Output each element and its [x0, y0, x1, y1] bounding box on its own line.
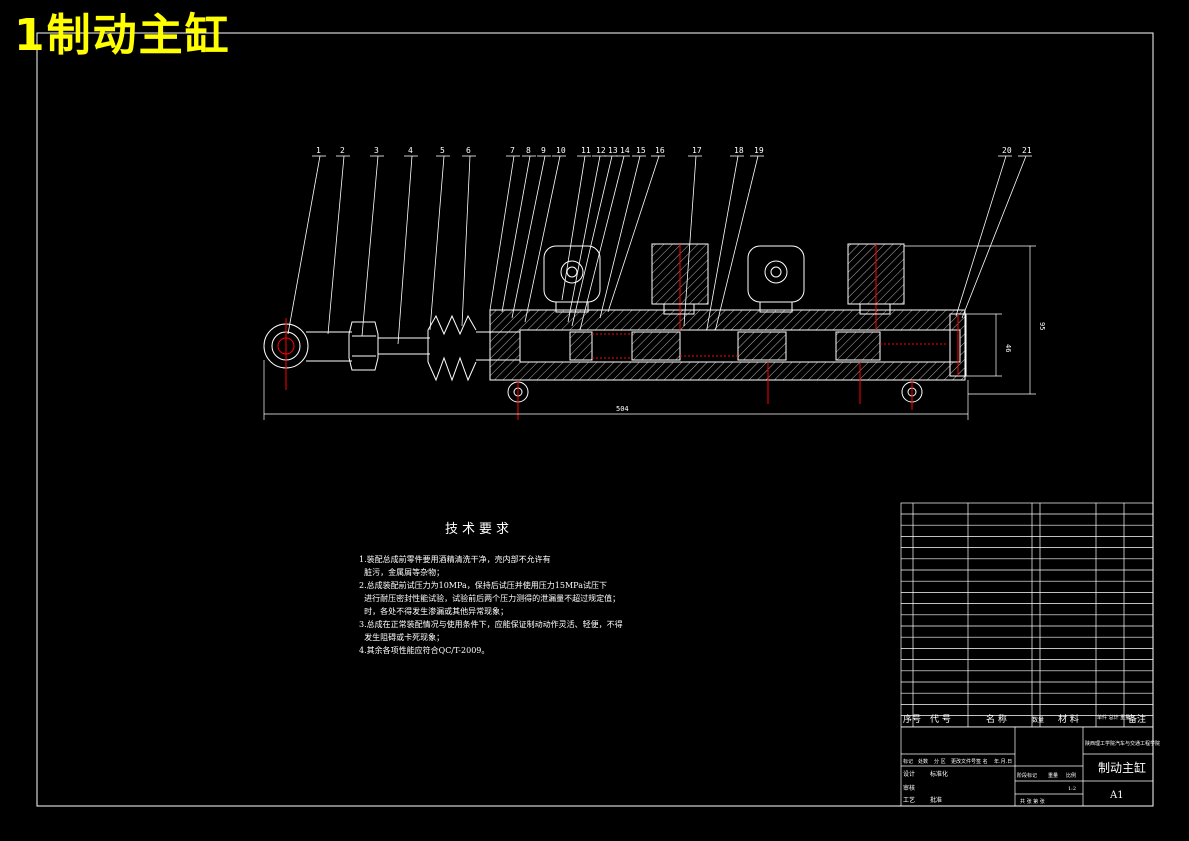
balloon-16: 16: [655, 146, 665, 155]
requirement-line: 3.总成在正常装配情况与使用条件下，应能保证制动动作灵活、轻便，不得: [359, 620, 623, 629]
label-std: 标准化: [930, 770, 948, 778]
balloon-20: 20: [1002, 146, 1012, 155]
balloon-21: 21: [1022, 146, 1032, 155]
balloon-3: 3: [374, 146, 379, 155]
balloon-11: 11: [581, 146, 591, 155]
revision-col: 标记: [903, 758, 913, 765]
balloon-8: 8: [526, 146, 531, 155]
requirement-line: 1.装配总成前零件要用酒精清洗干净，壳内部不允许有: [359, 555, 551, 564]
header-code: 代 号: [930, 714, 951, 725]
header-remark: 备注: [1128, 713, 1146, 725]
header-material: 材 料: [1058, 713, 1079, 725]
balloon-leader: [461, 155, 471, 327]
balloon-4: 4: [408, 146, 413, 155]
revision-col: 分 区: [934, 758, 946, 765]
label-check: 审核: [903, 784, 915, 792]
balloon-6: 6: [466, 146, 471, 155]
balloon-18: 18: [734, 146, 744, 155]
requirement-line: 进行耐压密封性能试验，试验前后两个压力测得的泄漏量不超过规定值；: [359, 594, 621, 603]
balloon-leader: [287, 155, 321, 335]
label-approve: 批准: [930, 796, 942, 804]
label-design: 设计: [903, 770, 915, 778]
dimension-lines: [263, 245, 1036, 420]
scale-value: 1:2: [1068, 786, 1076, 792]
page-title: 1制动主缸: [14, 10, 231, 61]
balloon-leader: [361, 155, 379, 337]
revision-col: 签 名: [976, 758, 988, 765]
requirements-heading: 技术要求: [444, 522, 513, 537]
label-ratio: 比例: [1066, 772, 1076, 779]
balloon-leader: [599, 155, 641, 319]
sheet-count: 共 张 第 张: [1020, 798, 1045, 805]
balloon-12: 12: [596, 146, 606, 155]
parts-list-header: 序号 代 号 名 称 数量 材 料 单件 总计 重量 备注: [903, 713, 1146, 725]
balloon-leader: [579, 155, 625, 331]
label-weight: 重量: [1048, 772, 1058, 779]
balloon-15: 15: [636, 146, 646, 155]
balloon-leader: [705, 155, 739, 335]
requirement-line: 发生阻碍或卡死现象；: [359, 633, 445, 642]
technical-requirements: 技术要求 1.装配总成前零件要用酒精清洗干净，壳内部不允许有 脏污，金属屑等杂物…: [359, 518, 623, 657]
requirement-line: 4.其余各项性能应符合QC/T-2009。: [359, 646, 490, 655]
label-stage: 阶段标记: [1017, 772, 1037, 779]
title-block: [900, 502, 1154, 807]
balloon-leader: [561, 155, 586, 301]
balloon-leader: [511, 155, 546, 319]
sheet-size: A1: [1109, 790, 1124, 801]
revision-col: 更改文件号: [951, 758, 976, 765]
requirement-line: 时，各处不得发生渗漏或其他异常现象；: [359, 607, 509, 616]
balloon-9: 9: [541, 146, 546, 155]
revision-row: 标记处数分 区更改文件号签 名年.月.日: [903, 758, 1012, 765]
balloon-leader: [567, 155, 601, 323]
revision-col: 处数: [918, 758, 928, 765]
dim-overall-length: 504: [616, 405, 629, 413]
header-seq: 序号: [903, 713, 921, 725]
balloon-leader: [327, 155, 345, 335]
header-weight: 单件 总计 重量: [1097, 714, 1130, 721]
balloon-14: 14: [620, 146, 630, 155]
balloon-leader: [607, 155, 660, 313]
master-cylinder-assembly: [263, 243, 967, 420]
sheet-border: [36, 32, 1154, 807]
requirement-line: 2.总成装配前试压力为10MPa，保持后试压并使用压力15MPa试压下: [359, 581, 607, 590]
header-name: 名 称: [986, 713, 1007, 725]
balloon-19: 19: [754, 146, 764, 155]
dim-bore: 46: [1004, 344, 1012, 352]
balloon-leader: [501, 155, 531, 313]
balloon-7: 7: [510, 146, 515, 155]
dim-height: 95: [1038, 322, 1046, 330]
balloon-10: 10: [556, 146, 566, 155]
balloon-leader: [524, 155, 561, 323]
balloon-leader: [955, 155, 1007, 317]
drawing-name: 制动主缸: [1098, 760, 1146, 775]
balloon-leader: [961, 155, 1027, 319]
balloon-leader: [571, 155, 613, 327]
balloon-1: 1: [316, 146, 321, 155]
header-qty: 数量: [1032, 716, 1044, 724]
balloon-leader: [429, 155, 445, 331]
balloon-leader: [489, 155, 515, 311]
balloon-17: 17: [692, 146, 702, 155]
revision-col: 年.月.日: [994, 758, 1012, 765]
balloon-2: 2: [340, 146, 345, 155]
balloon-13: 13: [608, 146, 618, 155]
title-block-text: 陕西理工学院汽车与交通工程学院 制动主缸 A1 设计 审核 工艺 标准化 批准 …: [903, 740, 1160, 805]
balloon-5: 5: [440, 146, 445, 155]
label-process: 工艺: [903, 796, 915, 804]
school-name: 陕西理工学院汽车与交通工程学院: [1085, 740, 1160, 747]
requirement-line: 脏污，金属屑等杂物；: [359, 568, 445, 577]
balloon-leader: [397, 155, 413, 345]
